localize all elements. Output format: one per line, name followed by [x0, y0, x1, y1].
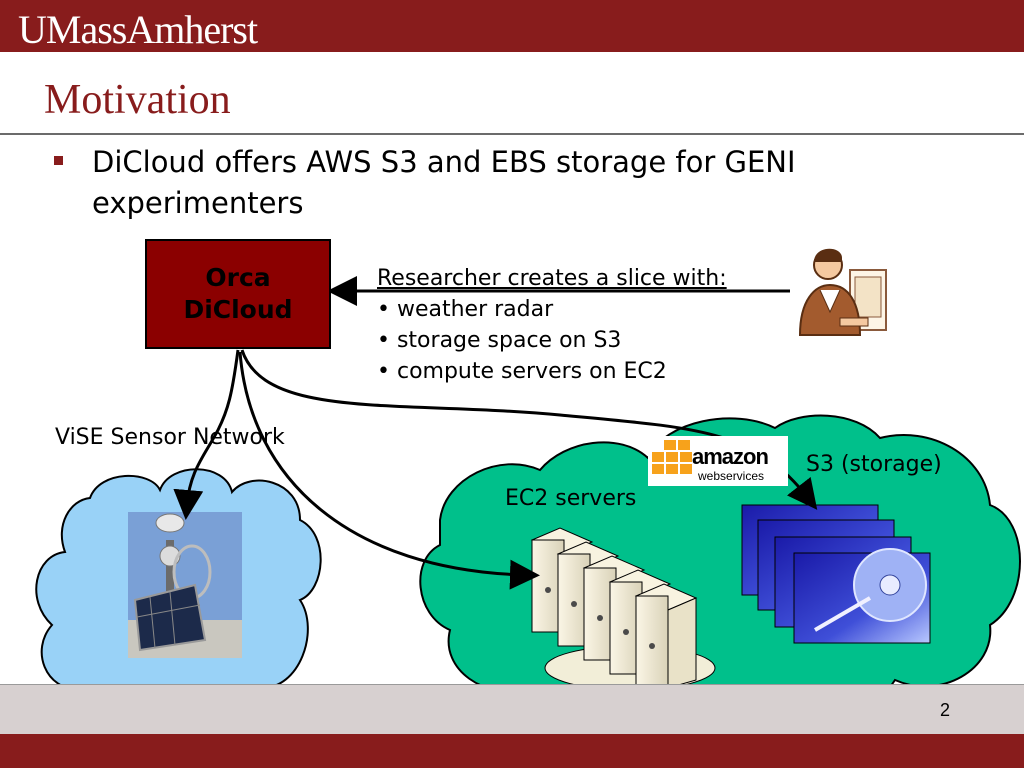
title-divider	[0, 133, 1024, 135]
vise-network-label: ViSE Sensor Network	[55, 425, 285, 450]
ec2-servers-label: EC2 servers	[505, 486, 637, 511]
amazon-logo-subword: webservices	[698, 469, 765, 483]
bullet-text: DiCloud offers AWS S3 and EBS storage fo…	[92, 145, 796, 220]
slice-item: • compute servers on EC2	[377, 359, 667, 384]
footer-bar	[0, 734, 1024, 768]
researcher-icon	[798, 248, 887, 336]
server-rack-icon	[530, 527, 716, 691]
slice-heading: Researcher creates a slice with:	[377, 266, 727, 291]
page-number: 2	[940, 700, 951, 720]
orca-box-line1: Orca	[205, 263, 271, 292]
slice-description: Researcher creates a slice with: • weath…	[377, 263, 727, 387]
radar-photo-icon	[128, 512, 242, 658]
bullet-square-icon	[54, 156, 63, 165]
slice-item: • storage space on S3	[377, 328, 622, 353]
header-bar: UMassAmherst	[0, 0, 1024, 52]
s3-storage-label: S3 (storage)	[806, 452, 942, 477]
umass-logo: UMassAmherst	[18, 7, 258, 52]
footer-band	[0, 684, 1024, 735]
amazon-logo-word: amazon	[692, 444, 769, 469]
hard-drive-icon	[741, 504, 931, 644]
slide-title: Motivation	[44, 77, 231, 123]
slice-item: • weather radar	[377, 297, 554, 322]
orca-box-line2: DiCloud	[183, 295, 293, 324]
orca-dicloud-box: Orca DiCloud	[145, 239, 331, 349]
amazon-logo-icon: amazon webservices	[648, 436, 788, 486]
